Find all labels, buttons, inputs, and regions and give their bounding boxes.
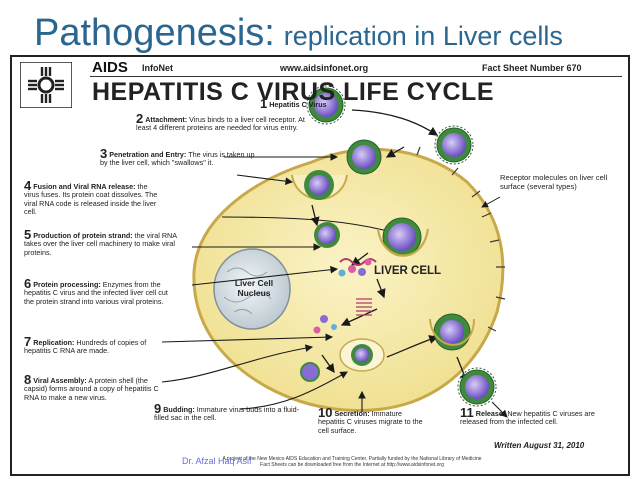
virus-1 (306, 85, 346, 125)
virus-inner (314, 222, 340, 248)
author-watermark: Dr. Afzal Haq Asif (182, 456, 252, 466)
org-sub: InfoNet (142, 63, 173, 73)
liver-cell-body (192, 147, 505, 412)
nucleus-label: Liver Cell Nucleus (234, 278, 274, 298)
virus-fusing (376, 217, 430, 257)
header-divider (90, 76, 622, 77)
receptor-note: Receptor molecules on liver cell surface… (500, 173, 608, 191)
virus-entering (291, 170, 348, 200)
virus-assembly (300, 362, 320, 382)
org-name: AIDS (92, 59, 128, 76)
fact-sheet-image: AIDS InfoNet www.aidsinfonet.org Fact Sh… (10, 55, 630, 476)
liver-cell-label: LIVER CELL (374, 265, 442, 277)
life-cycle-diagram (161, 85, 508, 418)
virus-attached (346, 139, 382, 175)
receptor-molecules (416, 146, 506, 332)
virus-secretion (429, 313, 475, 351)
sheet-title: HEPATITIS C VIRUS LIFE CYCLE (92, 78, 494, 106)
virus-budding (339, 338, 385, 372)
slide-title-sub: replication in Liver cells (283, 21, 563, 51)
protein-strand (339, 258, 377, 266)
slide-title-main: Pathogenesis: (34, 12, 275, 54)
fact-sheet-number: Fact Sheet Number 670 (482, 63, 582, 73)
org-url: www.aidsinfonet.org (280, 63, 369, 73)
virus-released (457, 367, 497, 407)
virus-2 (434, 125, 474, 165)
sheet-footer: A project of the New Mexico AIDS Educati… (222, 456, 482, 469)
zia-sun-logo-icon (20, 62, 72, 108)
written-date: Written August 31, 2010 (494, 441, 585, 450)
slide-title: Pathogenesis: replication in Liver cells (34, 14, 563, 52)
rna-copies (356, 298, 372, 316)
proteins-processing (313, 315, 337, 334)
